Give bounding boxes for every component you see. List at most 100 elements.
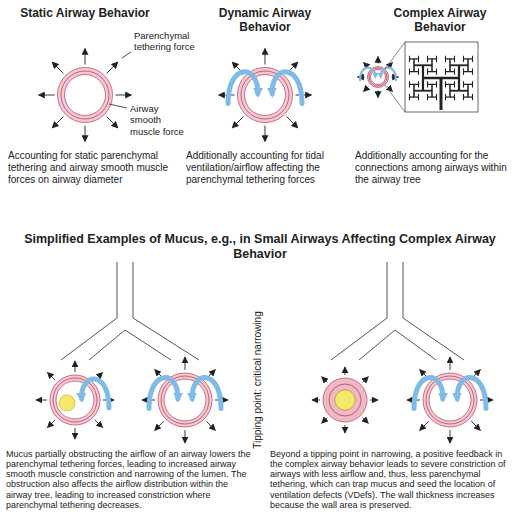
- airway-tree-branch: [409, 81, 410, 87]
- tethering-force-arrow: [107, 117, 118, 128]
- airway-tree-branch: [463, 68, 464, 74]
- tethering-force-arrow: [75, 428, 76, 439]
- airway-tree-inset: [405, 42, 478, 112]
- airway-tree-branch: [427, 81, 428, 87]
- airway-tree-branch: [423, 77, 459, 80]
- tethering-force-arrow: [232, 117, 243, 128]
- tethering-force-arrow: [265, 49, 266, 65]
- airway-tree-branch: [414, 64, 432, 66]
- airway-tree-branch: [418, 56, 419, 62]
- airway-wall-border: [238, 68, 293, 123]
- tethering-force-arrow: [287, 117, 298, 128]
- tethering-force-arrow: [450, 357, 451, 370]
- airflow-arrow: [149, 378, 178, 409]
- airway-tree-branch: [472, 94, 473, 100]
- airway-wall-border: [56, 381, 94, 419]
- tethering-force-arrow: [185, 357, 186, 370]
- tethering-force-arrow: [364, 87, 369, 92]
- airway-tree-branch: [409, 94, 410, 100]
- airway-tree-branch: [436, 81, 437, 87]
- panel-heading: Complex Airway Behavior: [375, 6, 505, 35]
- airway-tree-branch: [445, 68, 446, 74]
- airflow-arrow: [360, 68, 375, 81]
- airway-wall: [53, 378, 97, 422]
- tethering-force-arrow: [39, 95, 55, 96]
- airway-tree-branch: [418, 81, 419, 87]
- tethering-force-arrow: [322, 418, 328, 424]
- airway-wall: [426, 376, 474, 424]
- airflow-arrow: [381, 68, 396, 81]
- airway-tree-branch: [449, 59, 451, 72]
- airway-tree-branch: [464, 96, 473, 97]
- airway-tree-branch: [427, 68, 428, 74]
- airway-tree-branch: [436, 68, 437, 74]
- airway-branch-wall: [403, 262, 464, 360]
- airway-tree-branch: [446, 58, 455, 59]
- tethering-force-arrow: [36, 400, 47, 401]
- airway-tree-branch: [409, 68, 410, 74]
- airway-cross-section: [219, 49, 312, 142]
- airflow-arrow: [82, 379, 109, 408]
- smooth-muscle-layer: [161, 376, 209, 424]
- tethering-force-arrow: [52, 117, 63, 128]
- smooth-muscle-layer: [369, 68, 387, 86]
- airway-tree-branch: [413, 84, 415, 97]
- airway-tree-branch: [410, 96, 419, 97]
- description-text: Accounting for static parenchymal tether…: [8, 150, 170, 186]
- airway-tree-branch: [418, 94, 419, 100]
- airway-tree-branch: [427, 94, 428, 100]
- airway-wall-border: [423, 373, 477, 427]
- airway-tree-branch: [454, 56, 455, 62]
- tethering-force-arrow: [420, 421, 429, 430]
- airway-wall-border: [50, 375, 100, 425]
- panel-heading: Static Airway Behavior: [20, 6, 150, 20]
- airway-tree-branch: [450, 64, 468, 66]
- airflow-arrow: [192, 378, 221, 409]
- airway-tree-branch: [445, 94, 446, 100]
- airway-tree-branch: [472, 68, 473, 74]
- tethering-force-arrow: [378, 57, 379, 64]
- tethering-force-arrow: [345, 425, 346, 433]
- tethering-force-arrow: [155, 421, 164, 430]
- description-text: Additionally accounting for tidal ventil…: [186, 150, 348, 186]
- airway-tree-branch: [467, 59, 469, 72]
- airway-tree-branch: [463, 94, 464, 100]
- airway-tree-branch: [431, 84, 433, 97]
- airway-tree-branch: [427, 56, 428, 62]
- airway-tree-branch: [464, 84, 473, 85]
- airway-tree-branch: [446, 71, 455, 72]
- airway-tree-branch: [428, 84, 437, 85]
- airway-tree-branch: [449, 84, 451, 97]
- tethering-force-arrow: [85, 126, 86, 142]
- airway-branch-wall: [359, 330, 436, 360]
- description-text: Beyond a tipping point in narrowing, a p…: [270, 449, 515, 510]
- airway-tree-trunk: [440, 78, 443, 110]
- airway-tree-branch: [472, 56, 473, 62]
- tethering-force-arrow: [370, 400, 378, 401]
- airway-wall-border: [245, 75, 286, 116]
- airway-tree-branch: [472, 81, 473, 87]
- airway-wall-border: [335, 390, 355, 410]
- airway-tree-branch: [463, 56, 464, 62]
- leader-line: [122, 52, 131, 58]
- airway-branch-wall: [61, 262, 117, 360]
- airway-tree-branch: [410, 84, 419, 85]
- airway-cross-section: [142, 357, 228, 443]
- airway-tree-branch: [446, 84, 455, 85]
- airway-wall-border: [323, 378, 367, 422]
- airway-tree-branch: [467, 84, 469, 97]
- airway-cross-section: [36, 361, 114, 439]
- panel-heading: Dynamic Airway Behavior: [200, 6, 330, 35]
- tethering-force-arrow: [107, 62, 118, 73]
- airway-wall-border: [65, 75, 106, 116]
- smooth-muscle-layer: [61, 71, 109, 119]
- force-label: Parenchymal tethering force: [134, 30, 200, 53]
- airway-tree-branch: [428, 58, 437, 59]
- airway-tree-branch: [464, 58, 473, 59]
- airway-tree-branch: [422, 65, 424, 90]
- leader-line: [109, 104, 127, 108]
- airway-tree-branch: [436, 56, 437, 62]
- airway-tree-branch: [445, 81, 446, 87]
- airway-tree-branch: [454, 68, 455, 74]
